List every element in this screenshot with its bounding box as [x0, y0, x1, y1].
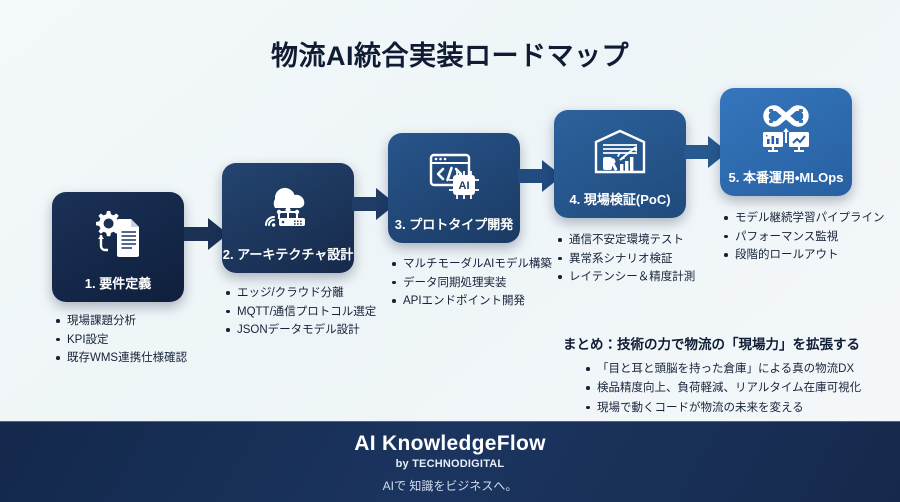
flow-arrow-1	[184, 218, 228, 255]
step-label-5: 5. 本番運用・MLOps	[728, 170, 844, 186]
step-label-1: 1. 要件定義	[84, 276, 152, 292]
bullet-item: JSONデータモデル設計	[224, 321, 376, 340]
step-card-4[interactable]: 4. 現場検証(PoC)	[554, 110, 686, 218]
flow-arrow-2	[352, 188, 396, 225]
bullet-item: 既存WMS連携仕様確認	[54, 349, 187, 368]
warehouse-scanner-chart-icon	[554, 110, 686, 192]
bullet-item: パフォーマンス監視	[722, 228, 885, 247]
bullet-item: データ同期処理実装	[390, 274, 552, 293]
summary-title: まとめ：技術の力で物流の「現場力」を拡張する	[563, 337, 860, 352]
step-card-5[interactable]: 5. 本番運用・MLOps	[720, 88, 852, 196]
bullet-item: モデル継続学習パイプライン	[722, 209, 885, 228]
bullet-item: マルチモーダルAIモデル構築	[390, 255, 552, 274]
svg-text:AI: AI	[459, 180, 470, 192]
bullet-item: 現場で動くコードが物流の未来を変える	[585, 399, 893, 418]
infinity-monitors-icon	[720, 88, 852, 170]
bullet-item: 異常系シナリオ検証	[556, 250, 695, 269]
step-bullets-5: モデル継続学習パイプライン パフォーマンス監視 段階的ロールアウト	[722, 209, 885, 265]
step-label-3: 3. プロトタイプ開発	[394, 217, 514, 233]
flow-arrow-3	[518, 160, 562, 197]
flow-arrow-4	[684, 136, 728, 173]
step-card-1[interactable]: 1. 要件定義	[52, 192, 184, 302]
code-window-ai-chip-icon: AI	[388, 133, 520, 217]
bullet-item: レイテンシー＆精度計測	[556, 268, 695, 287]
brand-name: AI KnowledgeFlow	[354, 431, 546, 455]
step-card-2[interactable]: 2. アーキテクチャ設計	[222, 163, 354, 273]
bullet-item: 「目と耳と頭脳を持った倉庫」による真の物流DX	[585, 360, 893, 379]
bullet-item: 段階的ロールアウト	[722, 246, 885, 265]
summary-section: まとめ：技術の力で物流の「現場力」を拡張する 「目と耳と頭脳を持った倉庫」による…	[563, 333, 893, 418]
bullet-item: 通信不安定環境テスト	[556, 231, 695, 250]
step-label-2: 2. アーキテクチャ設計	[222, 247, 354, 263]
footer-band: AI KnowledgeFlow by TECHNODIGITAL AIで 知識…	[0, 421, 900, 502]
brand-tagline: AIで 知識をビジネスへ。	[382, 478, 518, 493]
step-bullets-4: 通信不安定環境テスト 異常系シナリオ検証 レイテンシー＆精度計測	[556, 231, 695, 287]
step-bullets-1: 現場課題分析 KPI設定 既存WMS連携仕様確認	[54, 312, 187, 368]
bullet-item: 現場課題分析	[54, 312, 187, 331]
step-card-3[interactable]: AI 3. プロトタイプ開発	[388, 133, 520, 243]
page-title: 物流AI統合実装ロードマップ	[271, 41, 629, 71]
summary-bullets: 「目と耳と頭脳を持った倉庫」による真の物流DX 検品精度向上、負荷軽減、リアルタ…	[563, 360, 893, 418]
step-bullets-2: エッジ/クラウド分離 MQTT/通信プロトコル選定 JSONデータモデル設計	[224, 284, 376, 340]
bullet-item: APIエンドポイント開発	[390, 292, 552, 311]
bullet-item: MQTT/通信プロトコル選定	[224, 303, 376, 322]
bullet-item: 検品精度向上、負荷軽減、リアルタイム在庫可視化	[585, 379, 893, 398]
bullet-item: KPI設定	[54, 331, 187, 350]
brand-byline: by TECHNODIGITAL	[395, 457, 505, 470]
bullet-item: エッジ/クラウド分離	[224, 284, 376, 303]
gear-document-icon	[52, 192, 184, 276]
step-label-4: 4. 現場検証(PoC)	[569, 192, 671, 208]
step-bullets-3: マルチモーダルAIモデル構築 データ同期処理実装 APIエンドポイント開発	[390, 255, 552, 311]
cloud-network-icon	[222, 163, 354, 247]
